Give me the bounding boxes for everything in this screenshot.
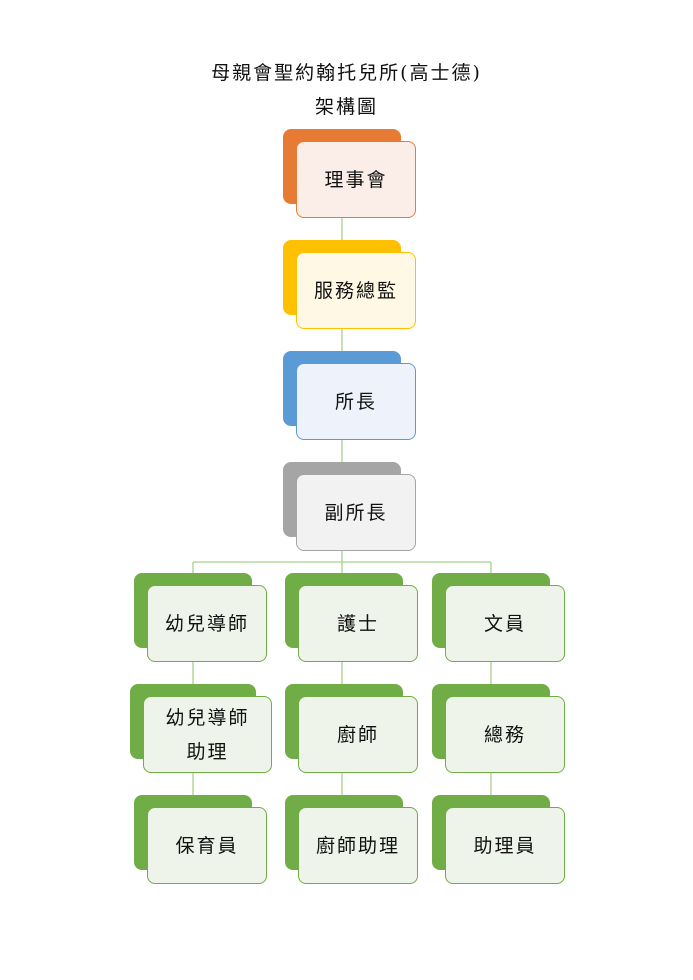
node-service-director: 服務總監: [283, 240, 416, 329]
node-cook: 廚師: [285, 684, 418, 773]
teacher-assistant-line2: 助理: [186, 740, 229, 763]
node-caregiver: 保育員: [134, 795, 267, 884]
node-nurse: 護士: [285, 573, 418, 662]
node-vice-principal: 副所長: [283, 462, 416, 551]
node-teacher-assistant: 幼兒導師 助理: [130, 684, 272, 773]
node-teacher: 幼兒導師: [134, 573, 267, 662]
node-general-affairs: 總務: [432, 684, 565, 773]
node-clerk: 文員: [432, 573, 565, 662]
node-principal: 所長: [283, 351, 416, 440]
chart-subtitle: 架構圖: [314, 96, 378, 118]
node-cook-assistant: 廚師助理: [285, 795, 418, 884]
node-board: 理事會: [283, 129, 416, 218]
chart-title: 母親會聖約翰托兒所(高士德): [211, 62, 482, 84]
teacher-assistant-line1: 幼兒導師: [165, 706, 250, 729]
node-assistant: 助理員: [432, 795, 565, 884]
